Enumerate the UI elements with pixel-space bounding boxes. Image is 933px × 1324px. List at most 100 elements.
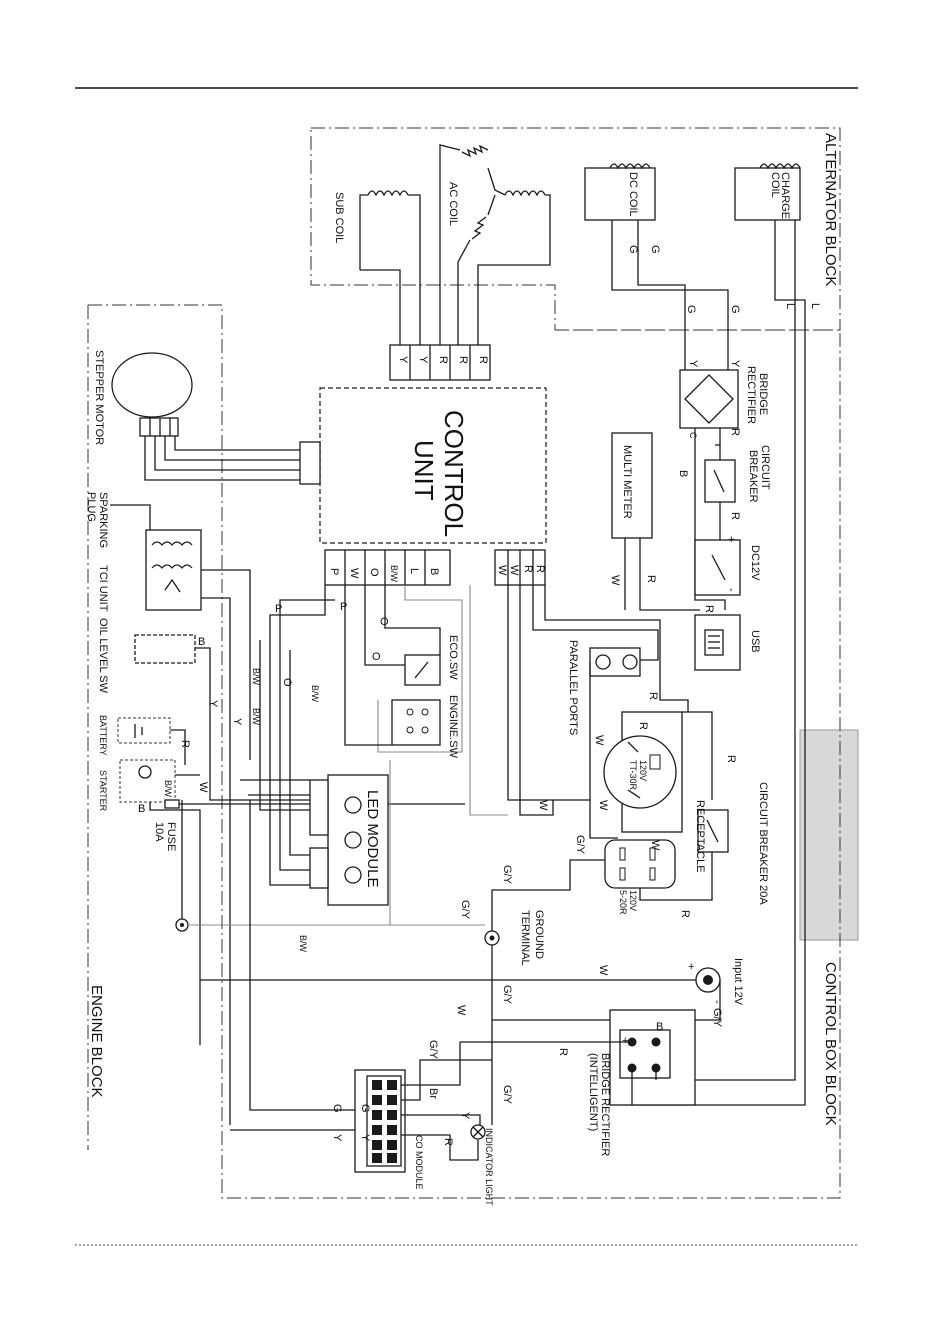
wire-w-light [469,585,508,816]
dc12v-outlet: DC12V + - [694,536,761,596]
pin-y2: Y [417,356,429,364]
wl-w1: W [197,782,209,793]
wire-w-main [507,585,590,801]
wl-w7: W [597,965,609,976]
bridge-rectifier-intelligent-label-1: BRIDGE RECTIFIER [599,1053,611,1156]
wl-gy4: G/Y [501,985,513,1005]
out-pin-w2: W [508,565,520,576]
wl-w3: W [593,735,605,746]
side-tab [799,729,859,941]
receptacle-5-20r-rating-2: 5-20R [618,890,628,915]
wire-w-main-2 [519,585,554,816]
circuit-breaker-label-1: CIRCUIT [759,445,771,490]
sparking-plug-label-2: PLUG [85,492,97,522]
alternator-block-boundary [310,127,841,331]
bridge-rectifier: BRIDGE RECTIFIER C Y Y G G G G L L B [627,245,821,610]
wl-w8: W [455,1005,467,1016]
dc12v-minus: - [725,588,737,592]
wl-y6: Y [359,1134,371,1142]
wl-g6: G [331,1104,343,1113]
tci-unit-label: TCI UNIT [97,565,109,612]
control-unit: CONTROL UNIT [319,387,547,544]
ground-terminal-label-1: GROUND [533,910,545,959]
br-int-plus: + [622,1035,628,1047]
wl-p1: P [275,603,282,615]
wl-r6: R [647,692,659,700]
wl-y2: Y [231,718,243,726]
ac-coil: AC COIL [439,144,551,330]
wl-g3: G [627,245,639,254]
wire-r-main [544,585,689,712]
wl-r1: R [179,740,191,748]
co-module: CO MODULE Br Y G G Y Y R [230,800,492,1190]
wl-gy2: G/Y [459,900,471,920]
wl-bw3: B/W [310,685,320,703]
input-12v: Input 12V + - G/Y W W [200,958,744,1028]
fuse-rating: 10A [153,822,165,842]
circuit-breaker: CIRCUIT BREAKER R R [704,428,771,540]
wl-gy5: G/Y [427,1040,439,1060]
battery-label: BATTERY [98,715,108,756]
cu-pin-b: B [428,568,440,575]
wl-bw2: B/W [251,708,261,726]
wl-r4: R [645,575,657,583]
dc12v-label: DC12V [749,545,761,581]
br-c: C [688,432,698,439]
input-plus: + [688,961,694,973]
dc-coil: DC COIL [584,163,729,370]
pin-r2: R [457,356,469,364]
wl-gy6: G/Y [501,1085,513,1105]
circuit-breaker-label-2: BREAKER [747,450,759,503]
engine-sw: ENGINE.SW [344,585,463,759]
co-module-label: CO MODULE [414,1135,424,1190]
wl-r8: R [725,755,737,763]
dc12v-plus: + [725,536,737,542]
control-unit-output-connector: W W R R [494,549,546,586]
control-box-block-title: CONTROL BOX BLOCK [822,962,839,1126]
wl-g2: G [729,305,741,314]
receptacle-5-20r-rating-1: 120V [628,890,638,911]
usb-outlet: USB R [694,605,761,671]
wl-bw1: B/W [251,668,261,686]
usb-label: USB [749,630,761,653]
cu-pin-w: W [348,568,360,579]
led-module: LED MODULE [240,585,389,906]
wl-y1: Y [207,700,219,708]
wl-r3: R [729,512,741,520]
ground-terminal: GROUND TERMINAL G/Y G/Y G/Y G/Y G/Y G/Y [427,835,605,1125]
charge-coil-label-1: CHARGE [779,172,791,219]
circuit-breaker-20a-label: CIRCUIT BREAKER 20A [757,782,769,905]
pin-r3: R [477,356,489,364]
ground-terminal-label-2: TERMINAL [519,910,531,966]
stepper-motor: STEPPER MOTOR [93,350,321,485]
wl-w4: W [597,800,609,811]
wl-r7: R [637,722,649,730]
wl-b1: B [138,803,145,815]
oil-level-sw: OIL LEVEL SW [97,618,320,801]
cu-pin-p: P [328,568,340,575]
wl-w2: W [609,575,621,586]
wl-g4: G [649,245,661,254]
wl-w5: W [649,840,661,851]
battery: BATTERY [98,715,186,765]
led-module-label: LED MODULE [364,790,381,888]
stepper-motor-label: STEPPER MOTOR [93,350,105,445]
control-unit-label-1: CONTROL [439,410,469,537]
input-minus: - [711,1000,723,1004]
tci-unit: SPARKING PLUG TCI UNIT [85,492,251,1125]
wl-g5: G [359,1104,371,1113]
wl-o3: O [281,678,293,687]
indicator-light-label: INDICATOR LIGHT [484,1128,494,1206]
out-pin-r1: R [522,565,534,573]
engine-block-title: ENGINE BLOCK [88,985,105,1098]
cu-pin-l: L [408,568,420,574]
wl-r11: R [442,1138,454,1146]
oil-level-sw-label: OIL LEVEL SW [97,618,109,694]
br-int-b: B [656,1021,663,1033]
wl-br: Br [427,1088,439,1099]
receptacle-tt30r-rating-1: 120V [638,760,648,781]
engine-sw-label: ENGINE.SW [447,695,459,759]
wl-gy3: G/Y [574,835,586,855]
